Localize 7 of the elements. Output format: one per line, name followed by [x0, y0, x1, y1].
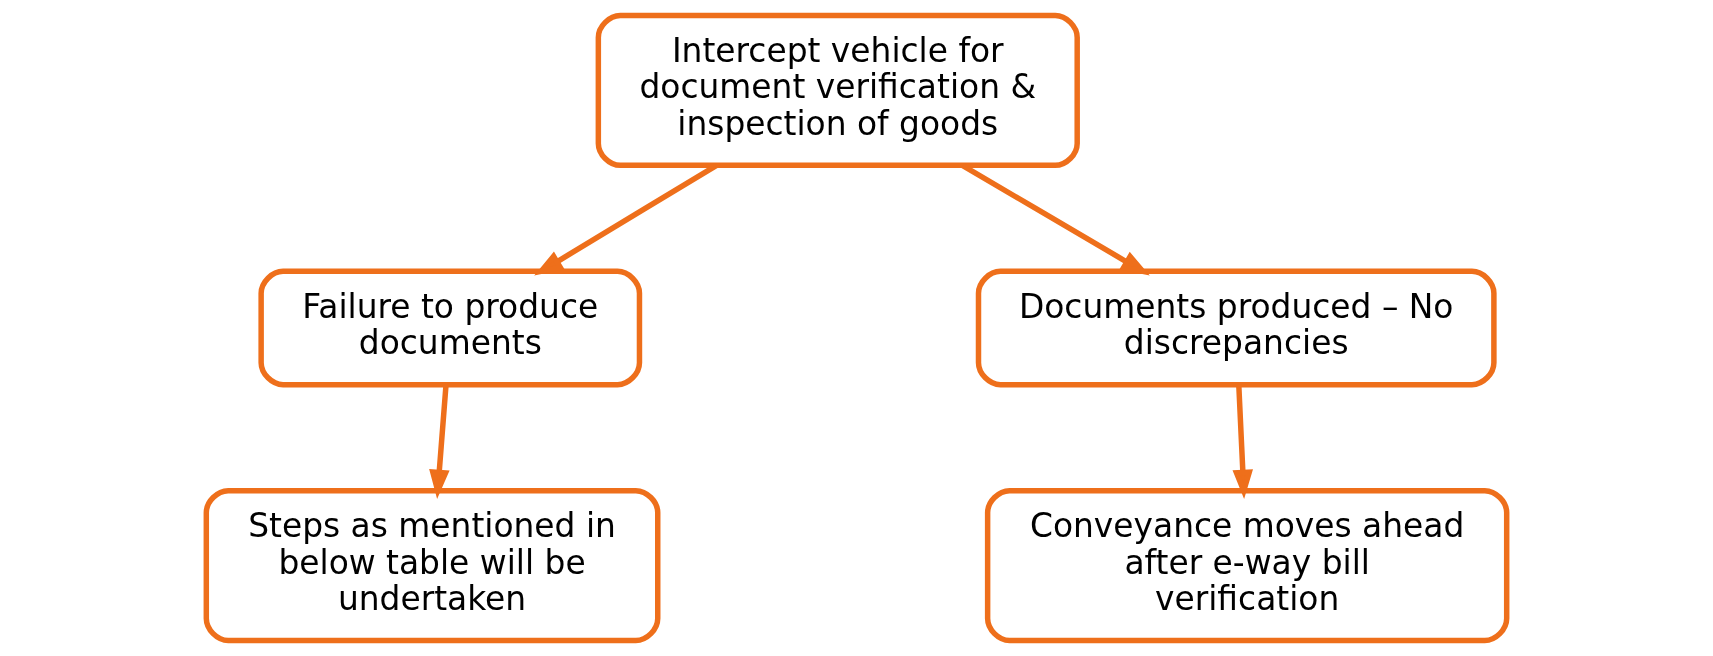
node-box: Steps as mentioned in below table will be undertaken	[203, 487, 661, 644]
node-box: Intercept vehicle for document verification & inspection of goods	[595, 12, 1080, 169]
arrow	[429, 384, 450, 499]
node-box: Failure to produce documents	[258, 268, 643, 388]
node-box: Documents produced – No discrepancies	[975, 268, 1497, 388]
node-box: Conveyance moves ahead after e-way bill verification	[984, 487, 1510, 644]
arrow	[1232, 384, 1253, 499]
